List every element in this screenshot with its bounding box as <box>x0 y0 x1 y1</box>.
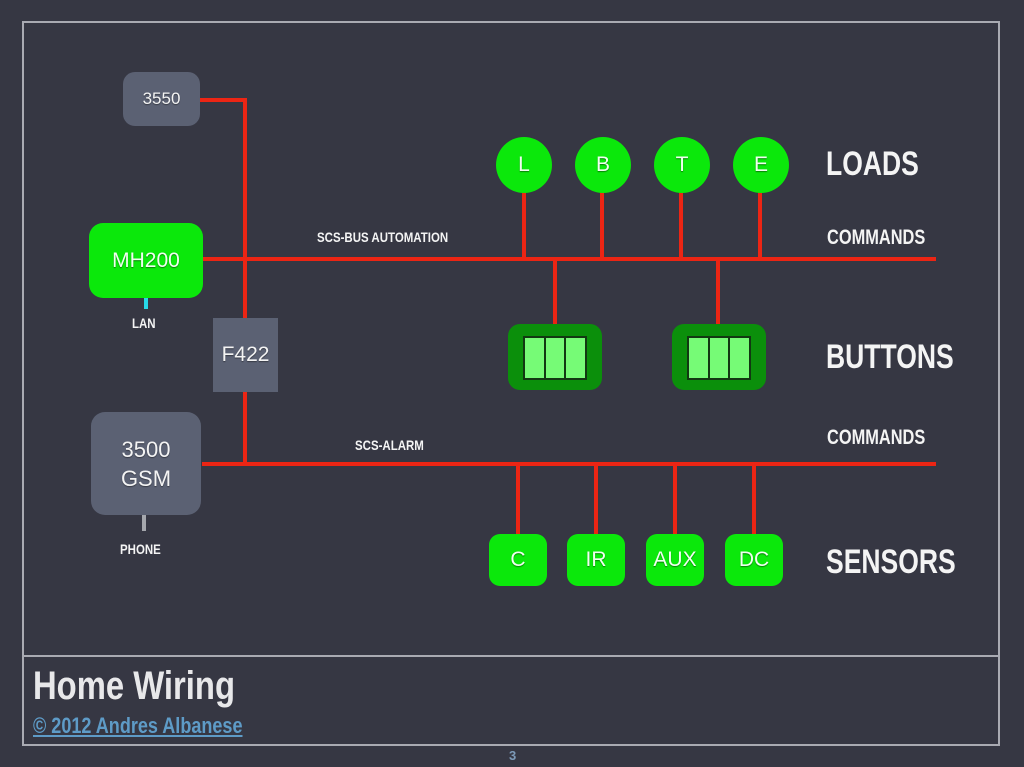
wire-load-b <box>600 190 604 260</box>
wire-vertical-trunk-top <box>243 98 247 318</box>
lan-label: LAN <box>132 315 156 331</box>
load-l[interactable]: L <box>496 137 552 193</box>
load-b-label: B <box>595 153 610 176</box>
sensor-c-label: C <box>510 548 526 571</box>
wire-vertical-trunk-bottom <box>243 392 247 466</box>
button-key[interactable] <box>545 338 565 378</box>
device-3550-label: 3550 <box>142 89 181 108</box>
sensor-c[interactable]: C <box>489 534 547 586</box>
load-t-label: T <box>675 153 689 176</box>
load-e[interactable]: E <box>733 137 789 193</box>
sensor-aux-label: AUX <box>653 548 697 571</box>
sensor-dc[interactable]: DC <box>725 534 783 586</box>
slide-frame <box>22 21 1000 746</box>
device-3500-gsm[interactable]: 3500 GSM <box>91 412 201 515</box>
device-f422-label: F422 <box>221 343 270 366</box>
sensor-ir[interactable]: IR <box>567 534 625 586</box>
load-t[interactable]: T <box>654 137 710 193</box>
button-panel-2-keys <box>687 336 751 380</box>
wire-3550-horizontal <box>200 98 247 102</box>
button-key[interactable] <box>730 338 750 378</box>
button-panel-1-keys <box>523 336 587 380</box>
side-label-commands-top: COMMANDS <box>827 226 926 249</box>
wire-sensor-c <box>516 464 520 536</box>
credit-link[interactable]: © 2012 Andres Albanese <box>33 713 243 738</box>
device-gsm-label-line2: GSM <box>120 465 172 491</box>
side-label-loads: LOADS <box>826 145 919 183</box>
button-key[interactable] <box>566 338 586 378</box>
device-gsm-label-line1: 3500 <box>121 436 171 462</box>
load-l-label: L <box>518 153 530 176</box>
wire-load-t <box>679 190 683 260</box>
footer-divider <box>22 655 1000 657</box>
wire-sensor-dc <box>752 464 756 536</box>
wire-button-2 <box>716 259 720 326</box>
side-label-sensors: SENSORS <box>826 543 956 581</box>
button-key[interactable] <box>709 338 729 378</box>
device-3550[interactable]: 3550 <box>123 72 200 126</box>
lan-connector-line <box>144 298 148 309</box>
load-e-label: E <box>753 153 768 176</box>
sensor-dc-label: DC <box>738 548 770 571</box>
button-key[interactable] <box>689 338 708 378</box>
button-key[interactable] <box>525 338 544 378</box>
wire-sensor-aux <box>673 464 677 536</box>
side-label-commands-bottom: COMMANDS <box>827 426 926 449</box>
slide-title: Home Wiring <box>33 664 235 708</box>
button-panel-1[interactable] <box>508 324 602 390</box>
load-b[interactable]: B <box>575 137 631 193</box>
button-panel-2[interactable] <box>672 324 766 390</box>
bus-alarm-label: SCS-ALARM <box>355 437 424 453</box>
wire-load-l <box>522 190 526 260</box>
sensor-ir-label: IR <box>585 548 607 571</box>
wire-load-e <box>758 190 762 260</box>
device-mh200[interactable]: MH200 <box>89 223 203 298</box>
phone-label: PHONE <box>120 541 161 557</box>
phone-connector-line <box>142 515 146 531</box>
wire-sensor-ir <box>594 464 598 536</box>
sensor-aux[interactable]: AUX <box>646 534 704 586</box>
bus-alarm-line <box>202 462 936 466</box>
wire-button-1 <box>553 259 557 326</box>
device-mh200-label: MH200 <box>112 248 180 272</box>
bus-automation-line <box>202 257 936 261</box>
side-label-buttons: BUTTONS <box>826 338 954 376</box>
device-f422[interactable]: F422 <box>213 318 278 392</box>
page-number: 3 <box>509 748 517 763</box>
bus-automation-label: SCS-BUS AUTOMATION <box>317 229 449 245</box>
